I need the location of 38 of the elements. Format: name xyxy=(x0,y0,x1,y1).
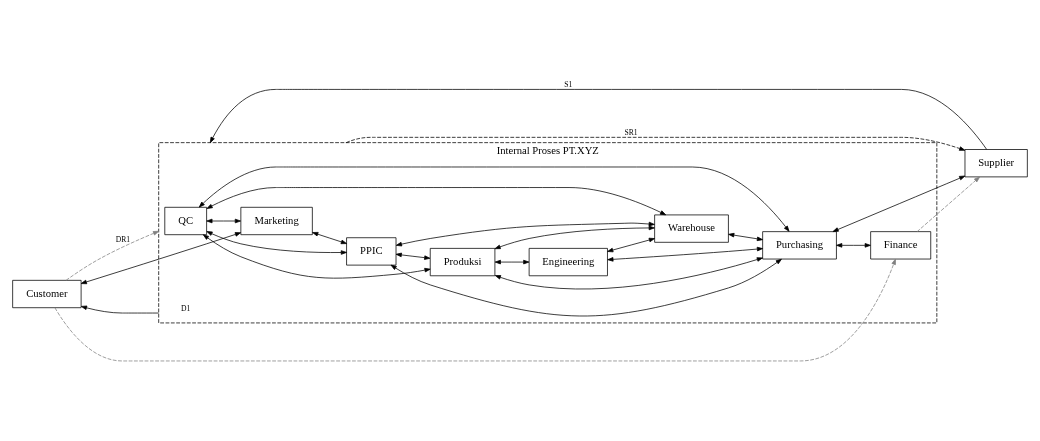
arrow xyxy=(80,231,242,284)
node-box: Warehouse xyxy=(654,214,729,243)
arrow xyxy=(202,233,431,278)
arrow xyxy=(607,246,763,262)
arrow xyxy=(728,232,763,241)
edge-label: DR1 xyxy=(115,234,131,244)
arrow xyxy=(607,237,655,252)
arrow xyxy=(65,230,160,281)
arrow xyxy=(494,259,530,264)
edge-label: S1 xyxy=(564,79,573,89)
node-box: Finance xyxy=(870,230,932,259)
arrow xyxy=(206,218,241,223)
node-box: Customer xyxy=(12,279,82,308)
arrow xyxy=(80,305,160,313)
arrow xyxy=(832,175,966,232)
arrow xyxy=(390,258,782,316)
arrow xyxy=(198,166,790,232)
arrow xyxy=(206,230,347,255)
arrow xyxy=(345,136,966,151)
arrow xyxy=(395,252,431,260)
arrow xyxy=(209,88,987,150)
arrow xyxy=(206,186,667,215)
edge-label: D1 xyxy=(181,303,191,313)
arrow xyxy=(494,225,655,249)
node-box: Marketing xyxy=(240,206,313,235)
arrow xyxy=(54,258,896,361)
arrow xyxy=(395,221,655,246)
node-box: Produksi xyxy=(429,247,496,276)
node-box: Engineering xyxy=(528,247,608,276)
arrow xyxy=(916,176,980,232)
arrow xyxy=(312,231,347,244)
node-box: Supplier xyxy=(964,148,1028,177)
arrow xyxy=(836,242,871,248)
node-box: QC xyxy=(164,206,207,235)
node-box: PPIC xyxy=(346,236,397,265)
edge-label: SR1 xyxy=(624,127,638,137)
arrow xyxy=(494,256,763,289)
node-box: Purchasing xyxy=(762,230,837,259)
